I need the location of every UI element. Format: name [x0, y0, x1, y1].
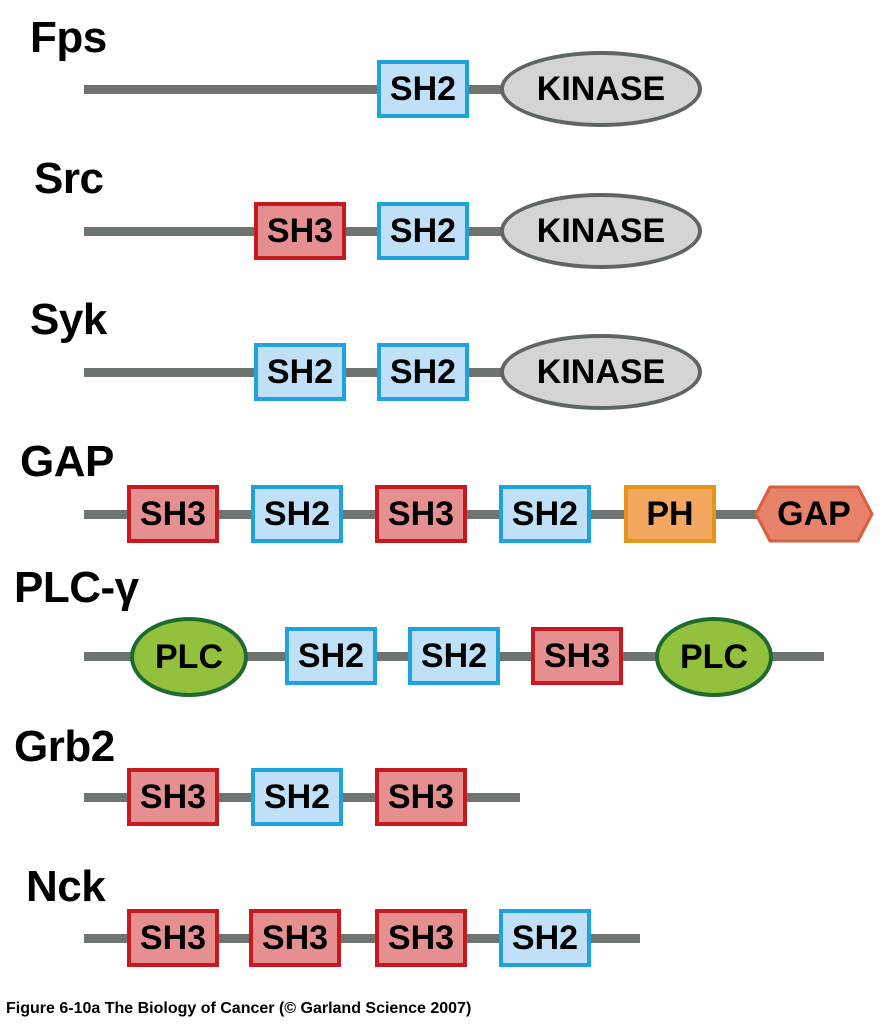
- domain-sh2: SH2: [254, 343, 346, 401]
- protein-name-gap: GAP: [20, 437, 114, 486]
- protein-name-src: Src: [34, 154, 104, 203]
- protein-name-syk: Syk: [30, 295, 107, 344]
- domain-plc: PLC: [655, 617, 773, 697]
- domain-gap: GAP: [754, 485, 874, 543]
- domain-sh3: SH3: [375, 768, 467, 826]
- domain-sh3: SH3: [127, 768, 219, 826]
- domain-gap-label: GAP: [777, 495, 851, 533]
- domain-sh2: SH2: [285, 627, 377, 685]
- domain-sh2: SH2: [377, 202, 469, 260]
- domain-plc: PLC: [130, 617, 248, 697]
- domain-sh2: SH2: [251, 768, 343, 826]
- protein-name-nck: Nck: [26, 862, 106, 911]
- domain-sh3: SH3: [127, 909, 219, 967]
- domain-sh2: SH2: [377, 60, 469, 118]
- domain-sh2: SH2: [251, 485, 343, 543]
- domain-ph: PH: [624, 485, 716, 543]
- protein-backbone-fps: [84, 85, 530, 94]
- protein-name-plc-gamma: PLC-γ: [14, 563, 139, 612]
- gap-hexagon-shape: [754, 485, 874, 543]
- domain-sh3: SH3: [375, 485, 467, 543]
- domain-kinase: KINASE: [500, 193, 702, 269]
- domain-sh3: SH3: [254, 202, 346, 260]
- domain-sh3: SH3: [249, 909, 341, 967]
- protein-backbone-nck: [84, 934, 640, 943]
- domain-kinase: KINASE: [500, 51, 702, 127]
- domain-sh3: SH3: [127, 485, 219, 543]
- domain-sh2: SH2: [377, 343, 469, 401]
- domain-sh3: SH3: [375, 909, 467, 967]
- protein-name-fps: Fps: [30, 13, 107, 62]
- domain-kinase: KINASE: [500, 334, 702, 410]
- protein-name-grb2: Grb2: [14, 722, 115, 771]
- domain-sh3: SH3: [531, 627, 623, 685]
- domain-sh2: SH2: [499, 485, 591, 543]
- figure-caption: Figure 6-10a The Biology of Cancer (© Ga…: [6, 1000, 472, 1017]
- domain-sh2: SH2: [408, 627, 500, 685]
- domain-sh2: SH2: [499, 909, 591, 967]
